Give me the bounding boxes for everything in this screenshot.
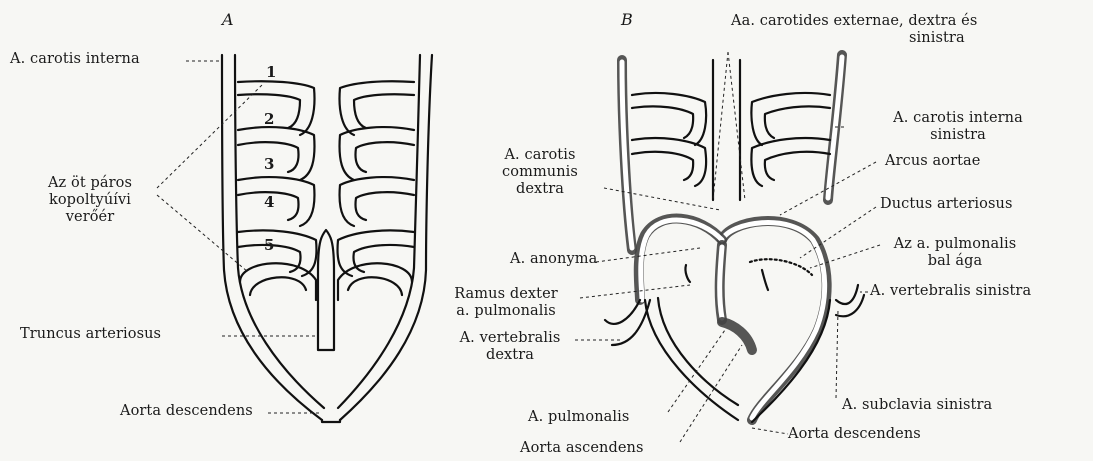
label-ramus-dexter-line2: a. pulmonalis [436,303,576,320]
arch-number-3: 3 [264,155,274,173]
label-vertebralis-dextra: A. vertebralis dextra [450,330,570,364]
label-pulmonalis-bal-aga-line2: bal ága [870,253,1040,270]
label-aorta-descendens-b: Aorta descendens [788,426,921,443]
label-five-pairs: Az öt páros kopoltyúívi verőér [30,175,150,226]
label-arcus-aortae: Arcus aortae [885,153,980,170]
label-carotis-communis-dextra: A. carotis communis dextra [480,147,600,198]
label-ramus-dexter-line1: Ramus dexter [436,286,576,303]
label-ductus-arteriosus: Ductus arteriosus [880,196,1013,213]
label-aorta-descendens-a: Aorta descendens [120,403,253,420]
label-five-pairs-line3: verőér [30,209,150,226]
label-carotis-communis-line2: communis [480,164,600,181]
label-carotis-communis-line3: dextra [480,181,600,198]
label-pulmonalis-bal-aga-line1: Az a. pulmonalis [870,236,1040,253]
label-carotides-externae-line2: sinistra [731,30,977,47]
label-five-pairs-line1: Az öt páros [30,175,150,192]
panel-a-drawing [222,55,432,422]
label-carotides-externae-line1: Aa. carotides externae, dextra és [731,13,977,30]
label-carotis-interna: A. carotis interna [10,51,140,68]
panel-b-drawing [605,55,864,422]
panel-label-a: A [222,10,234,29]
label-vertebralis-dextra-line2: dextra [450,347,570,364]
label-carotides-externae: Aa. carotides externae, dextra és sinist… [731,13,977,47]
label-pulmonalis: A. pulmonalis [528,409,629,426]
panel-label-b: B [621,10,633,29]
label-truncus-arteriosus: Truncus arteriosus [20,326,161,343]
label-carotis-interna-sinistra-line1: A. carotis interna [868,110,1048,127]
label-five-pairs-line2: kopoltyúívi [30,192,150,209]
label-carotis-communis-line1: A. carotis [480,147,600,164]
label-vertebralis-dextra-line1: A. vertebralis [450,330,570,347]
label-aorta-ascendens: Aorta ascendens [520,440,643,457]
label-ramus-dexter: Ramus dexter a. pulmonalis [436,286,576,320]
label-pulmonalis-bal-aga: Az a. pulmonalis bal ága [870,236,1040,270]
arch-number-4: 4 [264,193,274,211]
arch-number-2: 2 [264,110,274,128]
label-vertebralis-sinistra: A. vertebralis sinistra [870,283,1031,300]
arch-number-5: 5 [264,236,274,254]
arch-number-1: 1 [266,63,276,81]
label-carotis-interna-sinistra: A. carotis interna sinistra [868,110,1048,144]
label-anonyma: A. anonyma [510,251,597,268]
label-carotis-interna-sinistra-line2: sinistra [868,127,1048,144]
label-subclavia-sinistra: A. subclavia sinistra [842,397,992,414]
